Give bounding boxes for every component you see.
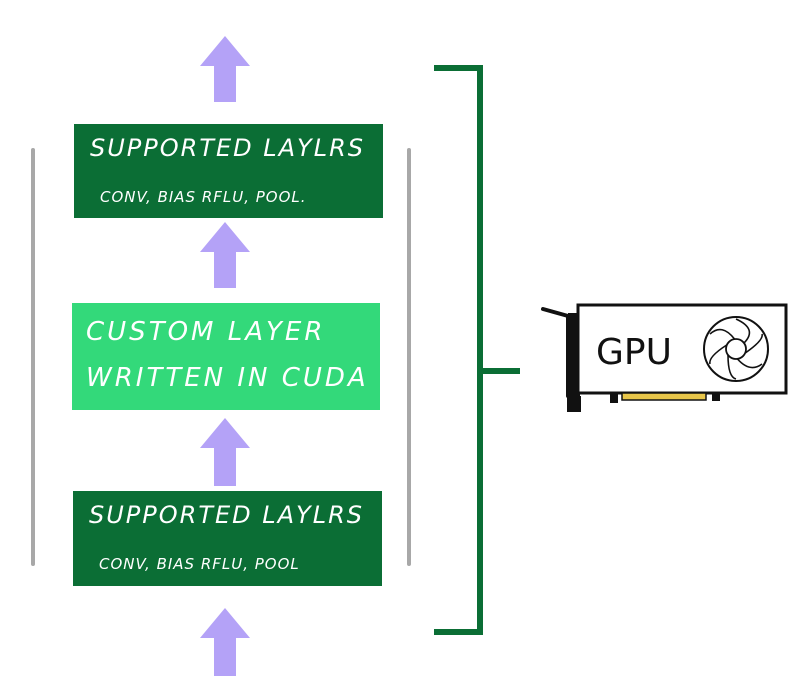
supported-layers-title: SUPPORTED LAYLRS: [89, 501, 364, 529]
custom-layer-line2: WRITTEN IN CUDA: [86, 363, 369, 393]
supported-layers-box-bottom: SUPPORTED LAYLRS CONV, BIAS RFLU, POOL: [73, 491, 382, 586]
fan-icon: [703, 316, 769, 382]
right-side-line: [407, 148, 411, 566]
green-bracket: [434, 65, 520, 635]
gpu-label: GPU: [596, 332, 672, 373]
custom-layer-box: CUSTOM LAYER WRITTEN IN CUDA: [72, 303, 380, 410]
up-arrow-icon: [200, 222, 250, 288]
gpu-card-icon: GPU: [541, 303, 788, 412]
up-arrow-icon: [200, 418, 250, 486]
supported-layers-title: SUPPORTED LAYLRS: [90, 134, 365, 162]
up-arrow-icon: [200, 608, 250, 676]
supported-layers-box-top: SUPPORTED LAYLRS CONV, BIAS RFLU, POOL.: [74, 124, 383, 218]
up-arrow-icon: [200, 36, 250, 102]
supported-layers-subtitle: CONV, BIAS RFLU, POOL: [99, 555, 300, 573]
custom-layer-line1: CUSTOM LAYER: [86, 317, 326, 347]
supported-layers-subtitle: CONV, BIAS RFLU, POOL.: [100, 188, 307, 206]
left-side-line: [31, 148, 35, 566]
